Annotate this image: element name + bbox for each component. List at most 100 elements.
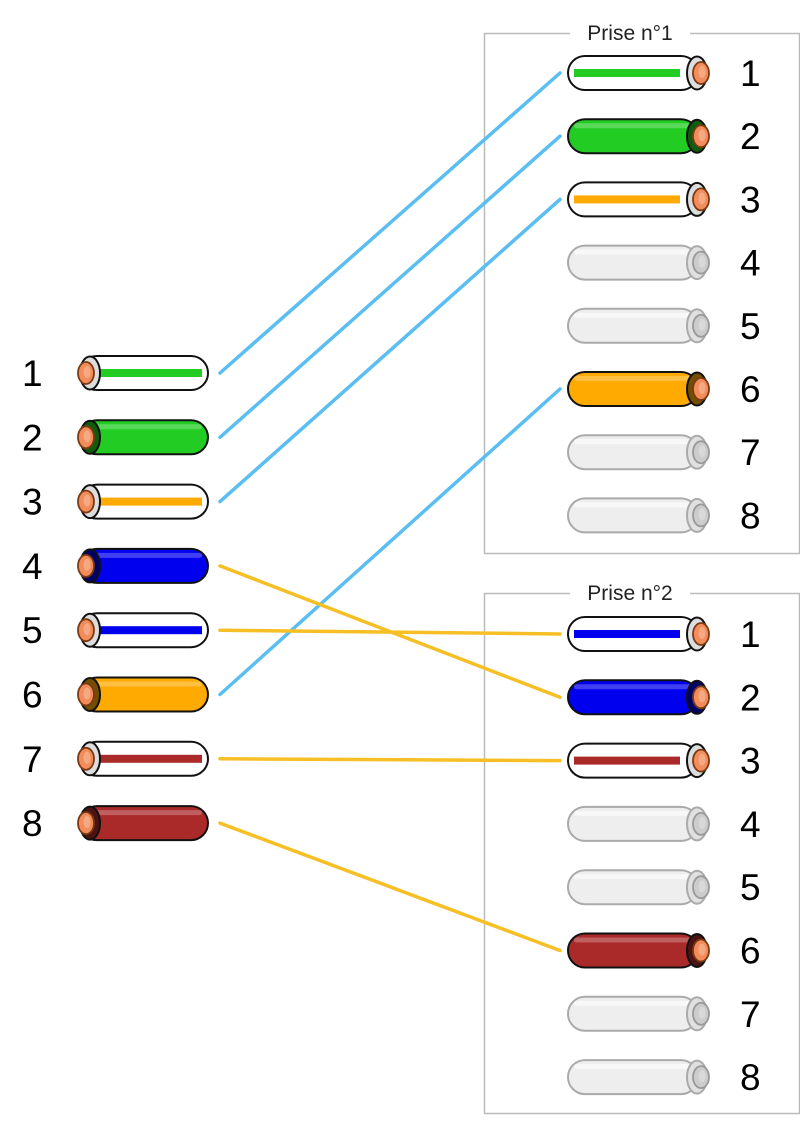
wire-stripe: [574, 195, 680, 204]
wire-highlight: [574, 439, 692, 445]
copper-core: [77, 554, 95, 578]
socket-pin-label: 3: [740, 179, 761, 220]
socket-pin-label: 1: [740, 614, 761, 655]
core-sheen: [83, 816, 91, 829]
core-sheen: [698, 255, 706, 268]
cable-wire-6: [77, 676, 209, 713]
cable-wire-8: [77, 805, 209, 842]
core-sheen: [83, 751, 91, 764]
copper-core: [77, 425, 95, 450]
socket-1-pin-5-wire: [567, 307, 710, 344]
wire-highlight: [574, 874, 692, 880]
socket-1-pin-4-wire: [567, 244, 710, 281]
copper-core: [692, 61, 710, 85]
wire-highlight: [574, 60, 692, 65]
socket-pin-label: 7: [740, 994, 761, 1035]
copper-core: [77, 361, 95, 385]
wire-highlight: [574, 684, 692, 690]
core-sheen: [698, 445, 706, 458]
cable-wire-label: 1: [22, 353, 43, 394]
copper-core: [77, 618, 95, 643]
wire-stripe: [574, 756, 680, 765]
core-sheen: [698, 1070, 706, 1083]
copper-core: [692, 503, 710, 528]
connection-wire-5-to-socket-2-pin-1: [218, 628, 562, 636]
socket-frame: [483, 592, 800, 1115]
wire-highlight: [86, 810, 202, 816]
copper-core: [692, 812, 710, 836]
socket-1-pin-8-wire: [567, 497, 710, 534]
socket-pin-label: 8: [740, 495, 761, 536]
copper-core: [692, 187, 710, 212]
wire-highlight: [574, 621, 692, 626]
cable-wire-label: 3: [22, 482, 43, 523]
socket-pin-label: 3: [740, 741, 761, 782]
core-sheen: [698, 816, 706, 829]
socket-pin-label: 5: [740, 867, 761, 908]
cable-wire-1: [77, 355, 209, 391]
socket-2-pin-5-wire: [567, 869, 710, 906]
copper-core: [692, 1001, 710, 1026]
copper-core: [692, 748, 710, 773]
wire-highlight: [86, 360, 202, 365]
wire-stripe: [574, 69, 680, 77]
cable-wire-5: [77, 612, 209, 649]
cable-wire-label: 8: [22, 803, 43, 844]
connection-wire-3-to-socket-1-pin-3: [218, 197, 562, 504]
core-sheen: [83, 623, 91, 636]
wire-highlight: [86, 617, 202, 623]
copper-core: [77, 489, 95, 514]
socket-title: Prise n°2: [587, 582, 672, 605]
copper-core: [692, 377, 710, 401]
socket-pin-label: 6: [740, 931, 761, 972]
wire-stripe: [98, 626, 202, 635]
socket-title-backdrop: [570, 580, 690, 606]
wire-stripe: [98, 497, 202, 506]
wire-highlight: [574, 747, 692, 753]
socket-title-backdrop: [570, 20, 690, 46]
wire-highlight: [574, 1064, 692, 1070]
wire-highlight: [574, 1000, 692, 1006]
socket-2-pin-1-wire: [567, 616, 710, 652]
copper-core: [692, 685, 710, 710]
copper-core: [77, 746, 95, 771]
core-sheen: [698, 508, 706, 521]
core-sheen: [83, 687, 91, 700]
socket-1-pin-2-wire: [567, 118, 710, 155]
copper-core: [692, 1065, 710, 1089]
wire-highlight: [86, 552, 202, 558]
wire-highlight: [574, 123, 692, 129]
wire-highlight: [86, 745, 202, 751]
socket-pin-label: 1: [740, 53, 761, 94]
connection-wire-7-to-socket-2-pin-3: [218, 757, 562, 763]
wire-highlight: [574, 312, 692, 318]
socket-2-pin-4-wire: [567, 805, 710, 842]
socket-1-pin-7-wire: [567, 434, 710, 471]
wire-highlight: [574, 186, 692, 192]
core-sheen: [698, 192, 706, 205]
core-sheen: [698, 129, 706, 142]
socket-2-pin-3-wire: [567, 742, 710, 779]
core-sheen: [698, 880, 706, 893]
cable-wire-2: [77, 419, 209, 456]
copper-core: [692, 250, 710, 275]
core-sheen: [698, 1006, 706, 1019]
socket-pin-label: 2: [740, 677, 761, 718]
socket-2-pin-8-wire: [567, 1059, 710, 1096]
cable-wire-3: [77, 483, 209, 520]
core-sheen: [698, 627, 706, 639]
cable-wire-label: 7: [22, 739, 43, 780]
socket-pin-label: 5: [740, 306, 761, 347]
socket-frame: [483, 32, 800, 555]
core-sheen: [698, 66, 706, 78]
wire-stripe: [574, 630, 680, 638]
copper-core: [692, 938, 710, 963]
core-sheen: [698, 943, 706, 956]
wire-highlight: [574, 810, 692, 816]
core-sheen: [83, 366, 91, 378]
socket-1-pin-3-wire: [567, 181, 710, 218]
